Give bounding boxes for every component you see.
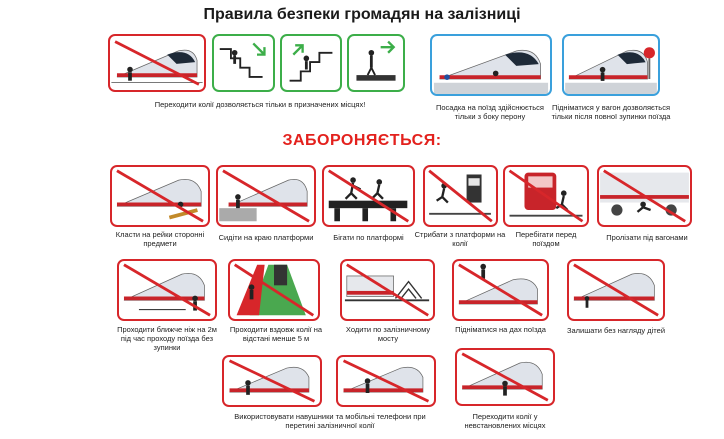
card-stairs-up: [280, 34, 342, 92]
caption-children: Залишати без нагляду дітей: [566, 326, 666, 335]
prohibition-slash-icon: [327, 169, 410, 223]
page-title: Правила безпеки громадян на залізниці: [203, 6, 521, 23]
stairs-icon: [289, 44, 333, 82]
prohibition-slash-icon: [116, 169, 204, 223]
caption-unmarked: Переходити колії у невстановлених місцях: [464, 412, 546, 430]
card-unmarked: [455, 348, 555, 406]
caption-cross-front: Перебігати перед поїздом: [515, 230, 577, 248]
caption-rails-objects: Класти на рейки сторонні предмети: [115, 230, 205, 248]
caption-jump-platform: Стрибати з платформи на колії: [414, 230, 506, 248]
card-run-platform: [322, 165, 415, 227]
card-stairs-down: [212, 34, 275, 92]
train-icon: [111, 40, 203, 86]
caption-enter: Підніматися у вагон дозволяється тільки …: [551, 103, 671, 121]
caption-cross: Переходити колії дозволяється тільки в п…: [154, 100, 366, 109]
card-children: [567, 259, 665, 321]
caption-run-platform: Бігати по платформі: [333, 233, 404, 242]
card-under-wagons: [597, 165, 692, 227]
prohibition-slash-icon: [458, 263, 543, 317]
prohibition-slash-icon: [123, 263, 211, 317]
card-board-platform: [430, 34, 552, 96]
card-enter-stopped: [562, 34, 660, 96]
prohibition-slash-icon: [233, 263, 315, 317]
caption-board: Посадка на поїзд здійснюється тільки з б…: [435, 103, 544, 121]
stairs-icon: [219, 42, 266, 78]
card-platform-edge: [216, 165, 316, 227]
prohibition-slash-icon: [573, 263, 659, 317]
prohibition-slash-icon: [228, 359, 316, 403]
prohibition-slash-icon: [603, 169, 686, 223]
card-headphones-2: [336, 355, 436, 407]
prohibition-slash-icon: [346, 263, 429, 317]
prohibition-slash-icon: [342, 359, 430, 403]
card-cross-front: [503, 165, 589, 227]
caption-rail-bridge: Ходити по залізничному мосту: [345, 325, 431, 343]
card-along-5m: [228, 259, 320, 321]
caption-closer-2m: Проходити ближче ніж на 2м під час прохо…: [117, 325, 217, 352]
train-icon: [565, 47, 657, 94]
card-rail-bridge: [340, 259, 435, 321]
caption-train-roof: Підніматися на дах поїзда: [455, 325, 546, 334]
walking-icon: [356, 40, 396, 81]
forbidden-heading: ЗАБОРОНЯЄТЬСЯ:: [282, 132, 442, 149]
prohibition-slash-icon: [428, 169, 493, 223]
prohibition-slash-icon: [508, 169, 584, 223]
prohibition-slash-icon: [461, 352, 549, 402]
card-train-roof: [452, 259, 549, 321]
train-icon: [433, 49, 549, 94]
prohibition-slash-icon: [222, 169, 310, 223]
card-jump-platform: [423, 165, 498, 227]
card-headphones: [222, 355, 322, 407]
caption-along-5m: Проходити вздовж колії на відстані менше…: [229, 325, 323, 343]
caption-platform-edge: Сидіти на краю платформи: [218, 233, 314, 242]
caption-headphones: Використовувати навушники та мобільні те…: [234, 412, 426, 430]
card-rails-objects: [110, 165, 210, 227]
caption-under-wagons: Пролізати під вагонами: [606, 233, 688, 242]
card-cross-tracks: [108, 34, 206, 92]
card-walk-platform: [347, 34, 405, 92]
card-closer-2m: [117, 259, 217, 321]
